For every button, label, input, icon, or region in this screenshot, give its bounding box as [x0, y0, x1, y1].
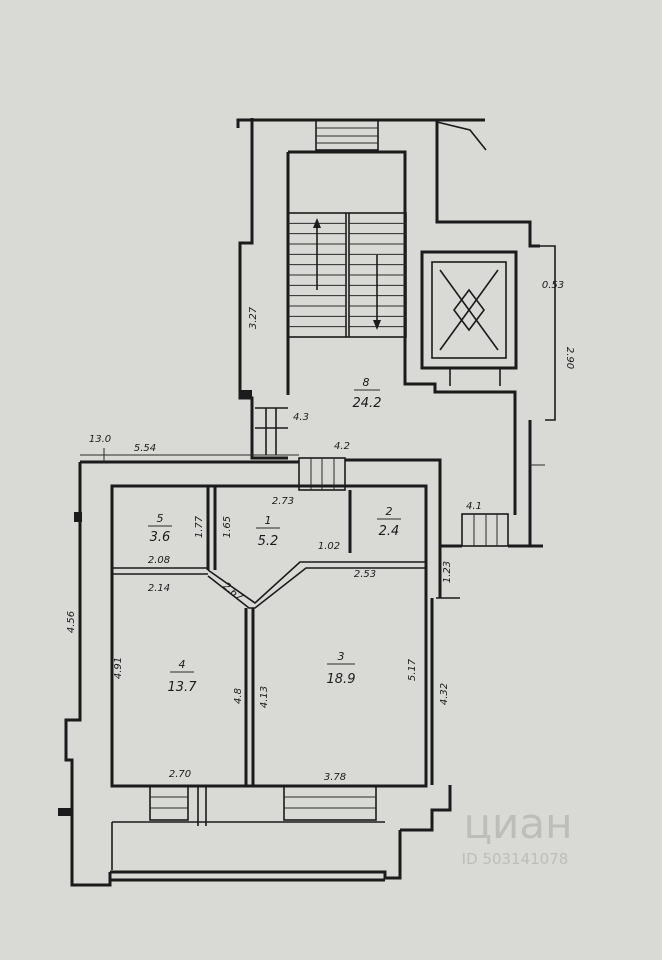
- dim-2-67: 2.67: [221, 581, 246, 604]
- landing-walls: [345, 458, 530, 599]
- apartment-walls: [64, 460, 452, 887]
- dim-0-53: 0.53: [542, 280, 564, 291]
- watermark: циан ID 503141078: [462, 799, 573, 868]
- dim-2-70: 2.70: [169, 769, 191, 780]
- room-4-area: 13.7: [168, 680, 198, 695]
- dim-1-65: 1.65: [222, 516, 233, 538]
- dim-1-02: 1.02: [318, 541, 340, 552]
- watermark-brand: циан: [463, 799, 572, 848]
- room-2-number: 2: [386, 505, 393, 518]
- dim-4-56: 4.56: [66, 611, 77, 633]
- dim-3-27: 3.27: [248, 306, 259, 329]
- dim-1-23: 1.23: [442, 561, 453, 583]
- room-1-area: 5.2: [258, 534, 279, 549]
- dim-4-2: 4.2: [334, 441, 350, 452]
- room-labels: 8 24.2 5 3.6 1 5.2 2 2.4 4 13.7 3 18.9: [148, 376, 401, 695]
- top-window: [315, 119, 379, 151]
- dim-13-0: 13.0: [89, 434, 111, 445]
- wall-markers: [58, 390, 299, 816]
- dim-1-77: 1.77: [194, 515, 205, 538]
- dim-4-32: 4.32: [439, 683, 450, 705]
- room-2-area: 2.4: [379, 524, 400, 539]
- dim-3-78: 3.78: [324, 772, 346, 783]
- room-8-number: 8: [363, 376, 370, 389]
- room-1-number: 1: [265, 514, 272, 527]
- dim-4-1: 4.1: [466, 501, 482, 512]
- room-4-number: 4: [179, 658, 186, 671]
- dim-4-3: 4.3: [293, 412, 309, 423]
- dim-2-53: 2.53: [354, 569, 376, 580]
- dim-4-13: 4.13: [259, 686, 270, 708]
- elevator-shaft: [420, 250, 518, 386]
- bottom-windows: [111, 785, 385, 870]
- dim-2-73: 2.73: [272, 496, 294, 507]
- stairwell-walls: [236, 118, 556, 548]
- dim-2-14: 2.14: [148, 583, 170, 594]
- room-3-number: 3: [338, 650, 345, 663]
- dim-2-08: 2.08: [148, 555, 170, 566]
- watermark-id: ID 503141078: [462, 850, 569, 868]
- dim-4-91: 4.91: [113, 657, 124, 679]
- room-8-area: 24.2: [353, 396, 382, 411]
- room-5-area: 3.6: [150, 530, 171, 545]
- right-entry-door: [461, 513, 509, 547]
- dim-5-54: 5.54: [134, 443, 156, 454]
- dim-2-90: 2.90: [564, 347, 575, 369]
- dim-4-8: 4.8: [233, 688, 244, 704]
- dimension-labels: 3.27 4.3 0.53 2.90 13.0 5.54 4.2 2.73 4.…: [66, 280, 575, 783]
- landing-side-door: [255, 407, 288, 455]
- room-5-number: 5: [157, 512, 164, 525]
- room-3-area: 18.9: [327, 672, 356, 687]
- stair-flights: [287, 212, 407, 338]
- dim-5-17: 5.17: [407, 658, 418, 681]
